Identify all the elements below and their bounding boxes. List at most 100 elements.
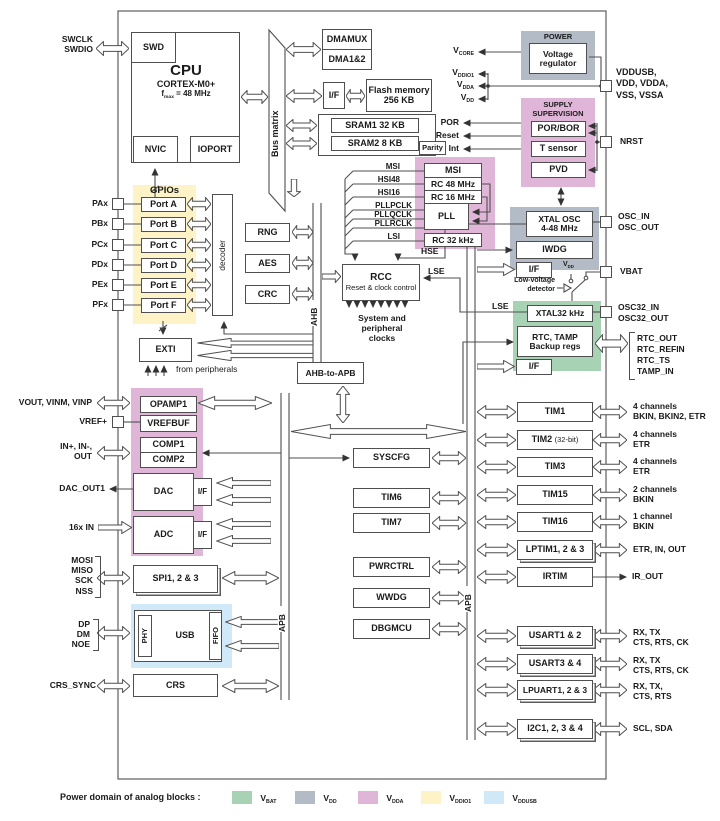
xtal32-block: XTAL32 kHz — [527, 305, 593, 322]
pll-block: PLL — [424, 203, 469, 230]
pcx-pin — [112, 239, 124, 251]
tim15-block: TIM15 — [517, 485, 593, 505]
pwrctrl-block: PWRCTRL — [353, 557, 430, 577]
vddio1-label: VDDIO1 — [452, 67, 474, 79]
nvic-block: NVIC — [133, 136, 178, 163]
usart34-block: USART3 & 4 — [517, 654, 593, 674]
legend-item-vdda: VDDA — [358, 791, 403, 805]
usart12-block: USART1 & 2 — [517, 626, 593, 646]
rc16-block: RC 16 MHz — [424, 190, 482, 204]
vbat-pin — [600, 266, 612, 278]
decoder-block: decoder — [212, 194, 233, 316]
vdd-switch-label: VDD — [563, 261, 574, 269]
swd-block: SWD — [131, 32, 176, 63]
dmamux-block: DMAMUX — [322, 29, 372, 50]
dma-block: DMA1&2 — [322, 49, 372, 70]
msi-ext-label: MSI — [385, 162, 400, 171]
pfx-pin-label: PFx — [92, 299, 108, 309]
bus-matrix-label: Bus matrix — [270, 110, 280, 157]
tim1-block: TIM1 — [517, 402, 593, 422]
aes-block: AES — [245, 254, 290, 273]
cpu-fmax-label: fmax = 48 MHz — [161, 89, 211, 100]
legend-swatch-vdda — [358, 791, 378, 804]
hse-label: HSE — [421, 246, 439, 256]
hsi16-ext-label: HSI16 — [377, 188, 400, 197]
flash-if-block: I/F — [323, 82, 345, 109]
i2c-block: I2C1, 2, 3 & 4 — [517, 719, 593, 739]
ahb-bus-label: AHB — [309, 300, 320, 326]
pllpclk-ext-label: PLLPCLK — [375, 201, 412, 210]
legend-swatch-vddusb — [484, 791, 504, 804]
dbgmcu-block: DBGMCU — [353, 619, 430, 639]
sram1-block: SRAM1 32 KB — [331, 118, 419, 133]
vref-pin — [112, 416, 124, 428]
sram2-block: SRAM2 8 KB — [331, 136, 419, 151]
pex-pin-label: PEx — [91, 279, 108, 289]
ir-out-pin-label: IR_OUT — [632, 571, 664, 581]
reset-label: Reset — [435, 130, 459, 140]
cpu-core-label: CORTEX-M0+ — [156, 79, 216, 89]
vbat-pin-label: VBAT — [620, 266, 643, 276]
tim16-block: TIM16 — [517, 512, 593, 532]
lpuart-block: LPUART1, 2 & 3 — [517, 680, 593, 700]
tim2-block: TIM2 (32-bit) — [517, 430, 593, 450]
adc-in-pin-label: 16x IN — [68, 522, 94, 532]
supply-pin — [600, 80, 612, 92]
comp1-block: COMP1 — [140, 437, 197, 453]
legend-title: Power domain of analog blocks : — [60, 792, 201, 802]
gpio-region-title: GPIOs — [149, 185, 180, 196]
int-label: Int — [448, 143, 459, 153]
vdda-label: VDDA — [456, 79, 474, 91]
osc32-pin — [600, 306, 612, 318]
vref-pin-label: VREF+ — [79, 416, 107, 426]
lse-xtal-label: LSE — [492, 301, 509, 311]
rc48-block: RC 48 MHz — [424, 177, 482, 191]
apb-left-bus-label: APB — [277, 606, 288, 632]
comp2-block: COMP2 — [140, 452, 197, 468]
comp-pins-label: IN+, IN-,OUT — [60, 441, 92, 461]
adc-block: ADC — [133, 516, 194, 554]
msi-block: MSI — [424, 163, 482, 178]
iwdg-if-block: I/F — [516, 262, 552, 278]
power-region-title: POWER — [543, 32, 573, 41]
dac-block: DAC — [133, 473, 194, 511]
pax-pin-label: PAx — [92, 198, 108, 208]
apb-right-bus-label: APB — [463, 586, 474, 612]
rcc-block: RCC Reset & clock control — [342, 264, 420, 301]
usb-phy-block: PHY — [138, 615, 152, 657]
vcore-label: VCORE — [453, 45, 474, 57]
lptim-block: LPTIM1, 2 & 3 — [517, 540, 593, 560]
nrst-pin — [600, 136, 612, 148]
legend-swatch-vddio1 — [421, 791, 441, 804]
spi-pins-bracket — [95, 556, 101, 598]
port-c-block: Port C — [141, 238, 186, 253]
por-label: POR — [440, 117, 459, 127]
iwdg-block: IWDG — [516, 241, 593, 259]
crs-sync-pin-label: CRS_SYNC — [49, 680, 96, 690]
pllqclk-ext-label: PLLQCLK — [374, 210, 412, 219]
lse-rcc-label: LSE — [428, 266, 445, 276]
legend-item-vddio1: VDDIO1 — [421, 791, 471, 805]
dac-out-pin-label: DAC_OUT1 — [59, 483, 105, 493]
vdd-label: VDD — [460, 92, 474, 104]
por-bor-block: POR/BOR — [531, 121, 586, 137]
exti-block: EXTI — [139, 338, 192, 362]
pdx-pin-label: PDx — [91, 259, 108, 269]
rcc-title: RCC — [370, 272, 392, 284]
pcx-pin-label: PCx — [91, 239, 108, 249]
vrefbuf-block: VREFBUF — [140, 415, 197, 432]
pax-pin — [112, 198, 124, 210]
pllrclk-ext-label: PLLRCLK — [374, 219, 412, 228]
